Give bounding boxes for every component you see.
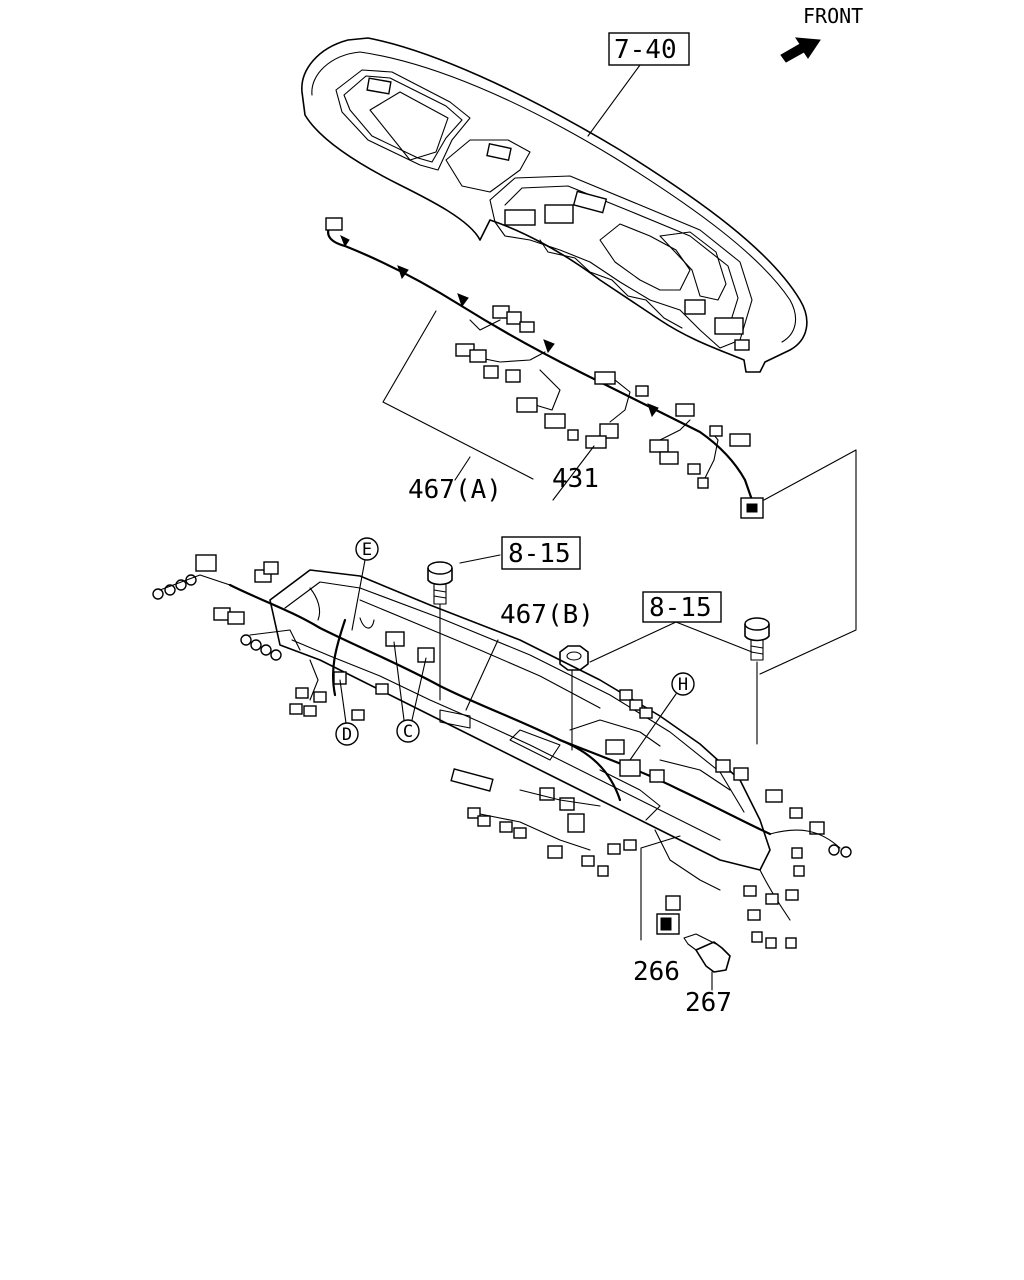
part-267-label: 267 — [685, 988, 732, 1018]
ref-8-15-upper-label: 8-15 — [508, 539, 571, 569]
ref-8-15-lower-box — [642, 591, 722, 623]
part-266-clip: 266 — [633, 835, 681, 987]
mounting-nut — [559, 645, 589, 751]
part-467b-label: 467(B) — [500, 600, 594, 630]
ref-8-15-lower-callout: 8-15 — [589, 591, 753, 663]
connector-d-marker: D — [335, 679, 359, 746]
part-467b-callout: 467(B) — [465, 600, 594, 711]
part-431-callout: 431 — [552, 445, 599, 501]
ref-7-40-callout: 7-40 — [587, 32, 690, 137]
part-467a-callout: 467(A) — [382, 310, 534, 505]
part-431-label: 431 — [552, 464, 599, 494]
connector-c-label: C — [403, 722, 413, 742]
mounting-bolt-left — [427, 554, 501, 701]
cross-car-beam — [269, 569, 771, 891]
ref-8-15-upper-box — [501, 536, 581, 570]
connector-c-marker: C — [393, 641, 427, 743]
connector-e-label: E — [362, 540, 372, 560]
mounting-bolt-right — [744, 617, 770, 745]
ref-7-40-label: 7-40 — [614, 35, 677, 65]
part-467a-label: 467(A) — [408, 475, 502, 505]
connector-e-marker: E — [351, 537, 379, 631]
ref-7-40-box — [608, 32, 690, 66]
instrument-panel — [301, 37, 808, 373]
part-267-bolt: 267 — [683, 933, 732, 1018]
front-arrow-icon — [780, 37, 821, 63]
part-266-label: 266 — [633, 957, 680, 987]
connector-h-marker: H — [629, 672, 695, 761]
connector-bracket — [759, 449, 857, 675]
connector-d-label: D — [342, 725, 352, 745]
harness-467b — [152, 554, 852, 949]
ref-8-15-lower-label: 8-15 — [649, 593, 712, 623]
connector-h-label: H — [678, 675, 688, 695]
front-label: FRONT — [803, 4, 863, 28]
ref-8-15-upper-callout: 8-15 — [501, 536, 581, 570]
harness-467a — [325, 217, 764, 519]
